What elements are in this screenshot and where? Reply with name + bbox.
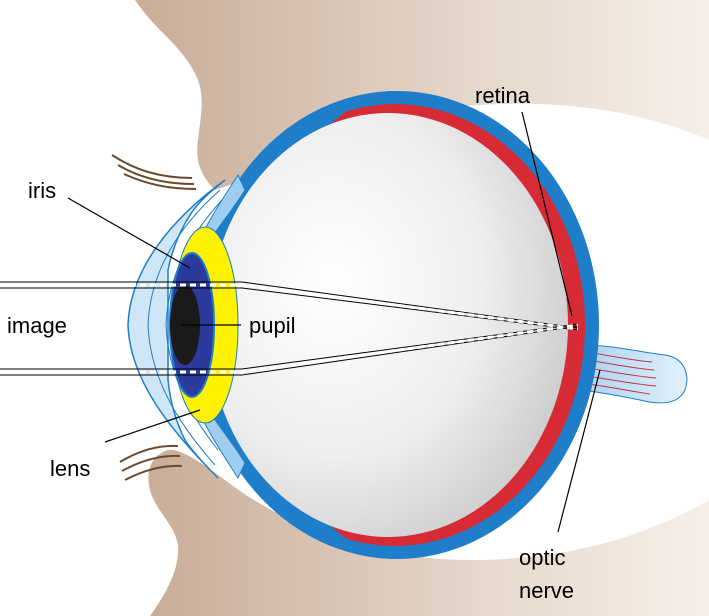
label-pupil: pupil <box>249 313 295 338</box>
label-optic-nerve-line2: nerve <box>519 578 574 603</box>
label-iris: iris <box>28 178 56 203</box>
label-lens: lens <box>50 456 90 481</box>
label-image: image <box>7 313 67 338</box>
leader-line-lens <box>105 410 200 442</box>
upper-eyelash-icon <box>112 155 196 189</box>
label-retina: retina <box>475 83 531 108</box>
label-optic-nerve-line1: optic <box>519 545 565 570</box>
